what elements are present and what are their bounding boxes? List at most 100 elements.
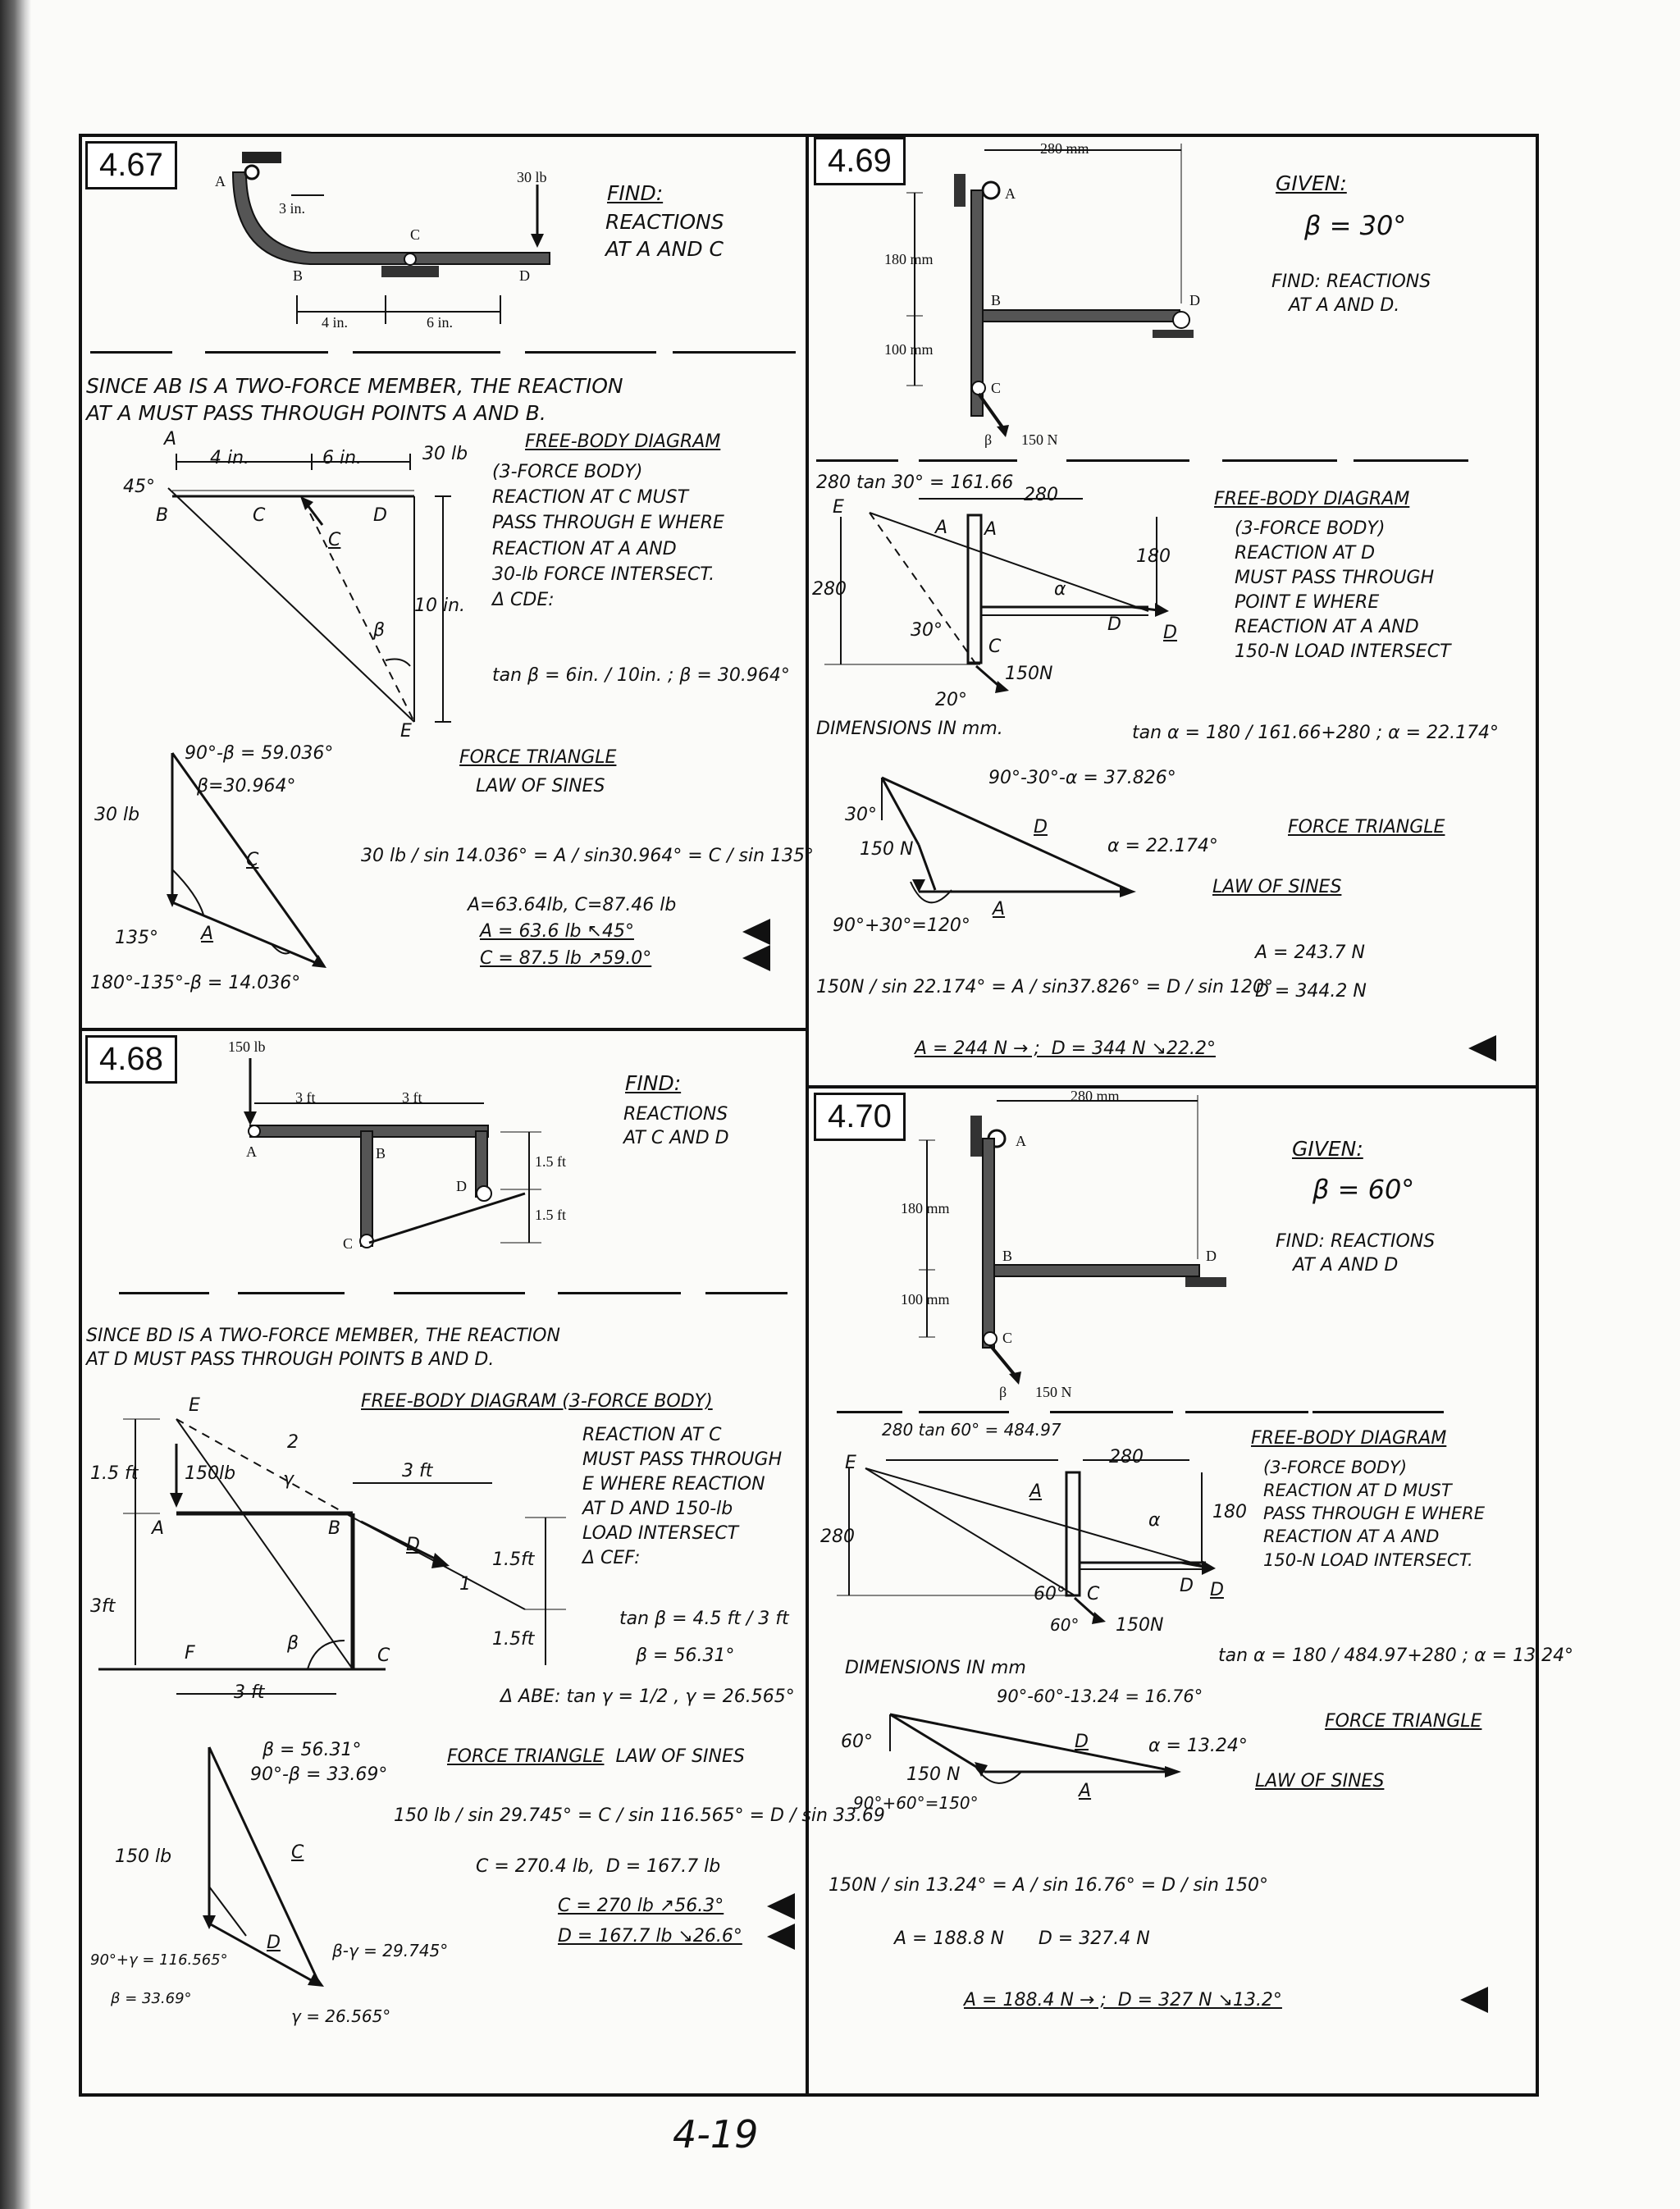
- fbd-label-c-vector: C: [328, 530, 341, 550]
- fig-dim-280: 280 mm: [1071, 1088, 1120, 1104]
- separator: [558, 1292, 681, 1294]
- tri-title: FORCE TRIANGLE: [1288, 817, 1445, 838]
- fbd-d15c: 1.5ft: [492, 1629, 535, 1650]
- fbd-c: C: [377, 1645, 390, 1666]
- fbd-c: C: [1087, 1584, 1100, 1604]
- fig-dim-3ft-a: 3 ft: [295, 1089, 316, 1106]
- result-3: C = 87.5 lb ↗59.0°: [480, 948, 652, 969]
- fbd-note: (3-FORCE BODY) REACTION AT C MUST PASS T…: [492, 462, 724, 611]
- tan-equation: tan α = 180 / 484.97+280 ; α = 13.24°: [1218, 1645, 1574, 1666]
- find-body: REACTIONS AT A AND C: [605, 210, 724, 261]
- fbd-v180: 180: [1136, 546, 1171, 567]
- separator: [1222, 459, 1337, 462]
- tri-title: FORCE TRIANGLE: [1325, 1711, 1482, 1732]
- tri-angle-4: β = 33.69°: [111, 1990, 192, 2007]
- law-of-sines: LAW OF SINES: [615, 1746, 745, 1767]
- fbd-d280: 280: [1109, 1447, 1144, 1467]
- fbd-60deg: 60°: [1034, 1584, 1066, 1604]
- fbd-gamma: γ: [283, 1469, 294, 1490]
- fbd-a-vector: A: [935, 518, 948, 538]
- result-1: A = 188.8 N D = 327.4 N: [894, 1928, 1150, 1949]
- separator: [238, 1292, 345, 1294]
- fig-label-3in: 3 in.: [279, 200, 306, 217]
- final-answer: A = 188.4 N → ; D = 327 N ↘13.2°: [964, 1990, 1282, 2010]
- fbd-d15a: 1.5 ft: [90, 1463, 139, 1484]
- find-title: FIND:: [607, 181, 664, 205]
- find-body: REACTIONS AT C AND D: [623, 1104, 729, 1148]
- fbd-load: 150N: [1116, 1615, 1164, 1636]
- fbd-60deg-b: 60°: [1050, 1615, 1080, 1635]
- law-of-sines: LAW OF SINES: [1255, 1771, 1385, 1791]
- fbd-v180: 180: [1212, 1502, 1247, 1522]
- fbd-v280: 280: [820, 1527, 855, 1547]
- separator: [1185, 1411, 1308, 1413]
- separator: [1050, 1411, 1173, 1413]
- fig-label-d: D: [1189, 292, 1200, 308]
- fig-label-b: B: [1002, 1248, 1013, 1264]
- fig-label-d: D: [1206, 1248, 1217, 1264]
- fbd-alpha: α: [1054, 579, 1066, 600]
- fig-label-d: D: [456, 1178, 467, 1194]
- tri-angle-2: 90°-β = 33.69°: [250, 1764, 388, 1785]
- fbd-beta: β: [373, 620, 386, 641]
- find-title: FIND:: [625, 1071, 682, 1095]
- fig-label-b: B: [376, 1145, 386, 1162]
- fbd-title: FREE-BODY DIAGRAM: [525, 431, 721, 452]
- fbd-load: 150N: [1005, 664, 1053, 684]
- result-a: A = 243.7 N: [1255, 942, 1365, 963]
- fbd-load: 150lb: [185, 1463, 236, 1484]
- fbd-a: A: [984, 519, 998, 540]
- tri-alpha: α = 13.24°: [1148, 1736, 1248, 1756]
- fig-label-a: A: [1016, 1133, 1026, 1149]
- fbd-d3: 3ft: [90, 1596, 116, 1617]
- problem-number: 4.68: [85, 1035, 177, 1084]
- result-1: A=63.64lb, C=87.46 lb: [468, 895, 677, 915]
- fig-label-c: C: [410, 226, 421, 243]
- tri-alpha: α = 22.174°: [1107, 836, 1218, 856]
- fig-label-a: A: [1005, 185, 1016, 202]
- fbd-beta: β: [287, 1633, 299, 1654]
- fig-load: 150 N: [1035, 1384, 1072, 1400]
- statement: SINCE BD IS A TWO-FORCE MEMBER, THE REAC…: [86, 1326, 560, 1370]
- tri-angle-6: γ = 26.565°: [291, 2006, 391, 2026]
- dims-note: DIMENSIONS IN mm: [845, 1658, 1026, 1678]
- separator: [1312, 1411, 1444, 1413]
- fig-label-a: A: [215, 173, 226, 189]
- beta-result: β = 56.31°: [636, 1645, 735, 1666]
- page-frame: [79, 134, 1539, 2097]
- fig-beta: β: [984, 431, 993, 448]
- page-number: 4-19: [673, 2112, 759, 2157]
- result-2: A = 63.6 lb ↖45°: [480, 921, 634, 942]
- fbd-title: FREE-BODY DIAGRAM: [1214, 489, 1410, 509]
- right-divider: [807, 1085, 1539, 1089]
- fbd-top: 280 tan 60° = 484.97: [882, 1420, 1061, 1440]
- fbd-dim-4in: 4 in.: [210, 448, 250, 468]
- tri-title-law: FORCE TRIANGLE LAW OF SINES: [447, 1746, 745, 1769]
- tri-load: 150 N: [906, 1764, 961, 1785]
- problem-number: 4.70: [814, 1093, 906, 1141]
- fig-label-4in: 4 in.: [322, 314, 349, 331]
- fbd-note: REACTION AT C MUST PASS THROUGH E WHERE …: [582, 1425, 783, 1568]
- tri-title: FORCE TRIANGLE: [447, 1746, 605, 1767]
- separator: [90, 351, 172, 354]
- fbd-e: E: [833, 497, 844, 518]
- separator: [394, 1292, 525, 1294]
- answer-marker: [767, 1924, 795, 1950]
- tri-title: FORCE TRIANGLE: [459, 747, 617, 768]
- fbd-30deg: 30°: [911, 620, 943, 641]
- tri-c: C: [291, 1842, 304, 1863]
- fbd-label-c: C: [253, 505, 266, 526]
- fbd-note: (3-FORCE BODY) REACTION AT D MUST PASS T…: [1235, 518, 1451, 662]
- separator: [673, 351, 796, 354]
- sines-equation: 150N / sin 13.24° = A / sin 16.76° = D /…: [829, 1875, 1268, 1896]
- fig-beta: β: [999, 1384, 1007, 1400]
- answer-marker: [1460, 1987, 1488, 2013]
- tri-a: A: [201, 924, 214, 944]
- tri-angle-5: β-γ = 29.745°: [332, 1941, 449, 1960]
- result-2: C = 270 lb ↗56.3°: [558, 1896, 724, 1916]
